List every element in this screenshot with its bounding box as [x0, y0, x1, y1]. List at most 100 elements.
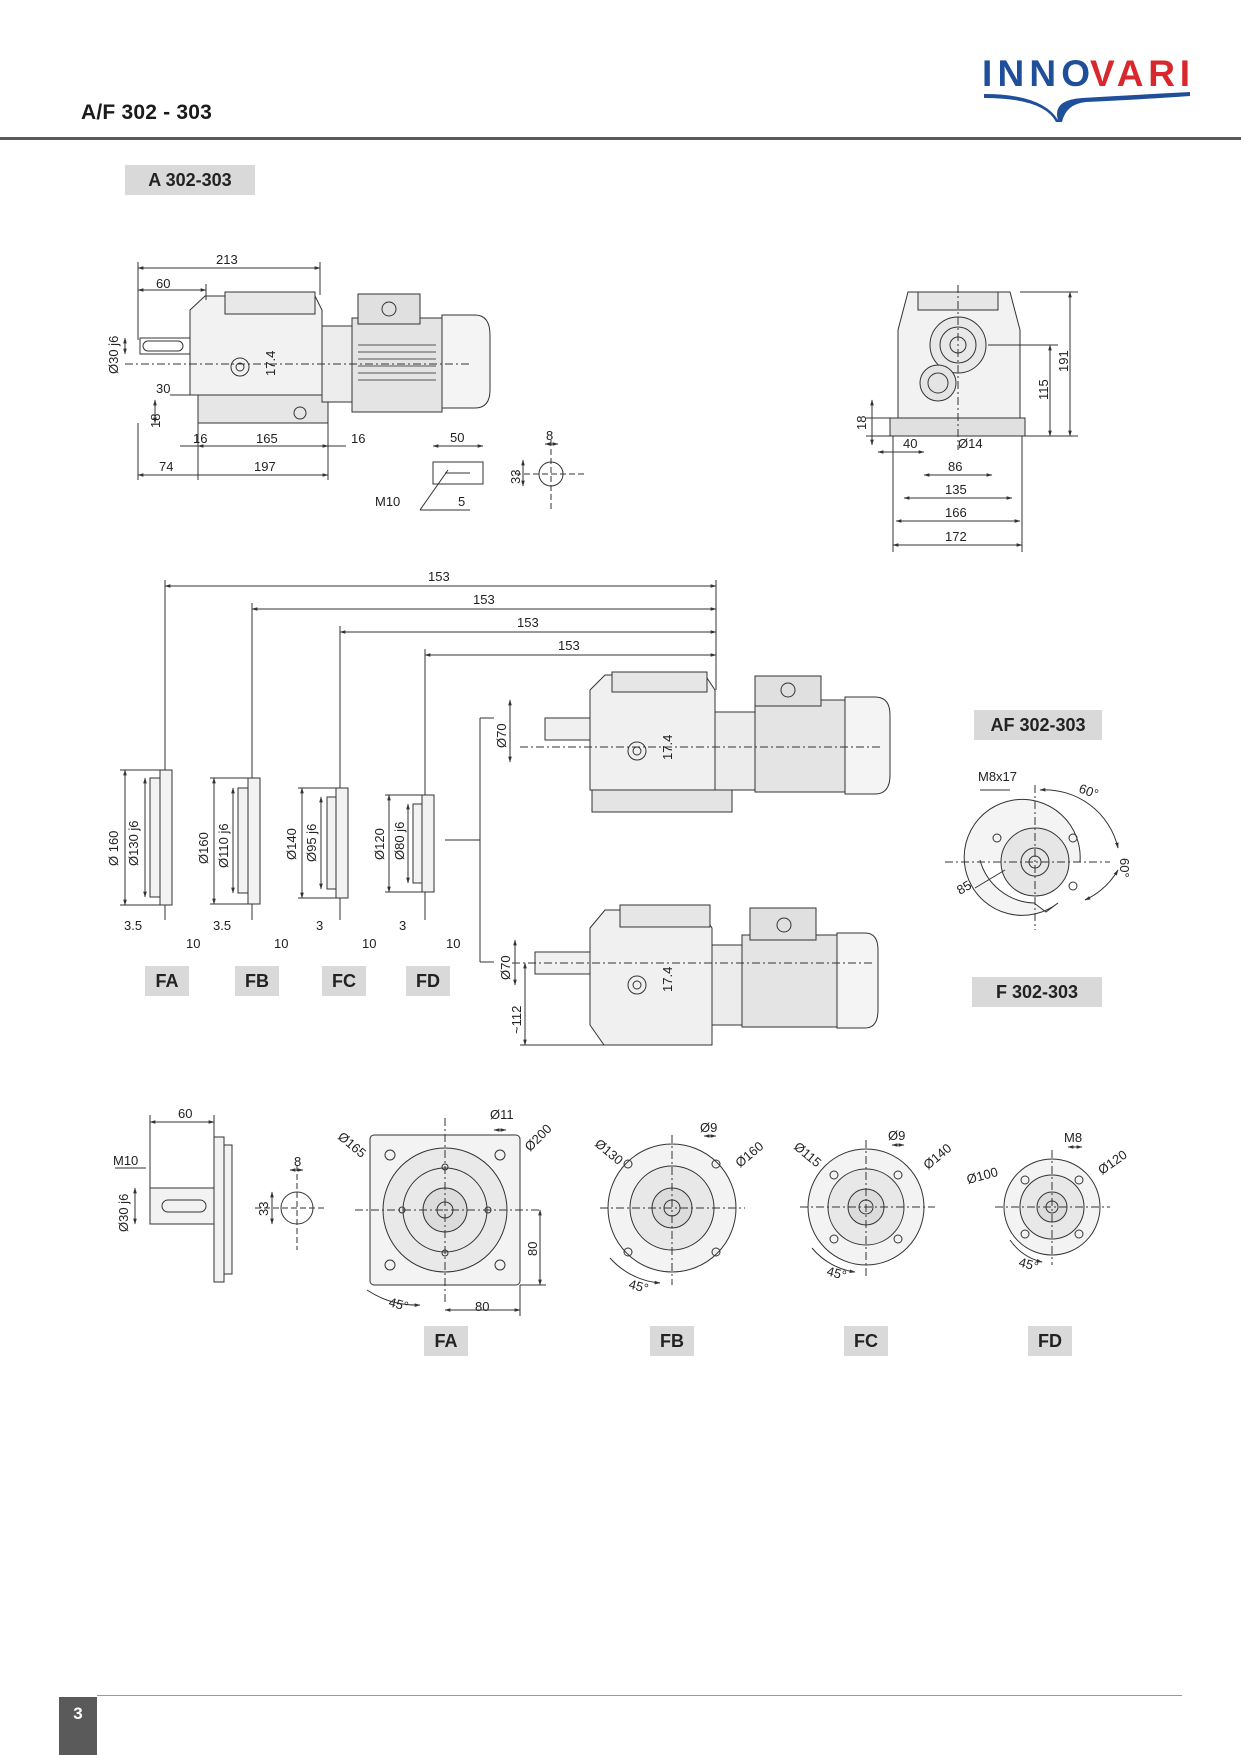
- dim-fc-t: 3: [316, 918, 323, 933]
- dim-fa-w: 10: [186, 936, 200, 951]
- dim-m-70a: Ø70: [494, 723, 509, 748]
- dim-fa-165: Ø165: [335, 1129, 369, 1161]
- dim-fa-d1: Ø 160: [106, 831, 121, 866]
- page-title: A/F 302 - 303: [81, 101, 212, 124]
- dim-fd-100: Ø100: [965, 1164, 1000, 1187]
- dim-fc-w: 10: [362, 936, 376, 951]
- tag-f-302-303: F 302-303: [972, 977, 1102, 1007]
- dim-b-33: 33: [256, 1202, 271, 1216]
- dim-s-40: 40: [903, 436, 917, 451]
- dim-fa-d2: Ø130 j6: [126, 820, 141, 866]
- b-shaft-view: [115, 1115, 325, 1283]
- dim-b-8: 8: [294, 1154, 301, 1169]
- dim-fc-d1: Ø140: [284, 828, 299, 860]
- dim-fc-45: 45°: [825, 1263, 848, 1283]
- a-front-view: [866, 285, 1078, 552]
- dim-fc-140: Ø140: [920, 1140, 954, 1172]
- dim-b-m10: M10: [113, 1153, 138, 1168]
- dim-l-153c: 153: [517, 615, 539, 630]
- tag-af-302-303: AF 302-303: [974, 710, 1102, 740]
- dim-fa-45: 45°: [387, 1294, 410, 1314]
- logo-text-inno: INNO: [982, 53, 1090, 94]
- dim-fb-d2: Ø110 j6: [216, 823, 231, 868]
- dim-m-17a: 17.4: [660, 735, 675, 760]
- af-motor-view: [508, 671, 891, 813]
- dim-s-86: 86: [948, 459, 962, 474]
- dim-b-60: 60: [178, 1106, 192, 1121]
- dim-af-m8: M8x17: [978, 769, 1017, 784]
- dim-af-60b: 60°: [1117, 858, 1132, 878]
- tag-fd: FD: [406, 966, 450, 996]
- a-dimensions: [123, 262, 346, 480]
- dim-fc-115: Ø115: [791, 1139, 824, 1170]
- dim-fb-9: Ø9: [700, 1120, 717, 1135]
- dim-fb-t: 3.5: [213, 918, 231, 933]
- dim-m-70b: Ø70: [498, 955, 513, 980]
- dim-b-shaft: Ø30 j6: [116, 1194, 131, 1232]
- dim-a-16a: 16: [193, 431, 207, 446]
- dim-fc-d2: Ø95 j6: [304, 824, 319, 862]
- dim-fa-80v: 80: [525, 1242, 540, 1256]
- dim-s-18: 18: [854, 416, 869, 430]
- dim-fb-130: Ø130: [592, 1136, 626, 1168]
- fa-flange-front: [355, 1118, 546, 1316]
- tag-a-302-303: A 302-303: [125, 165, 255, 195]
- dim-fd-d1: Ø120: [372, 828, 387, 860]
- dim-fd-t: 3: [399, 918, 406, 933]
- dim-a-shaft: Ø30 j6: [106, 336, 121, 374]
- dim-af-60a: 60°: [1077, 781, 1101, 802]
- tag-fc-bottom: FC: [844, 1326, 888, 1356]
- tag-fb-bottom: FB: [650, 1326, 694, 1356]
- dim-s-14: Ø14: [958, 436, 983, 451]
- tag-fd-bottom: FD: [1028, 1326, 1072, 1356]
- dim-s-191: 191: [1056, 350, 1071, 372]
- fc-flange-front: [800, 1140, 935, 1278]
- a-side-view: [125, 291, 491, 424]
- key-detail: [419, 440, 585, 511]
- dim-fd-d2: Ø80 j6: [392, 822, 407, 860]
- dim-fa-t: 3.5: [124, 918, 142, 933]
- header-rule: [0, 137, 1241, 140]
- dim-fa-11: Ø11: [490, 1107, 514, 1122]
- f-motor-view: [512, 904, 879, 1046]
- page-number: 3: [59, 1697, 97, 1755]
- dim-fd-120: Ø120: [1095, 1147, 1130, 1178]
- dim-k-m10: M10: [375, 494, 400, 509]
- dim-fb-160: Ø160: [732, 1138, 766, 1170]
- dim-fd-45: 45°: [1017, 1254, 1040, 1274]
- dim-k-33: 33: [508, 470, 523, 484]
- dim-k-5: 5: [458, 494, 465, 509]
- tag-fa: FA: [145, 966, 189, 996]
- dim-a-197: 197: [254, 459, 276, 474]
- dim-s-166: 166: [945, 505, 967, 520]
- tag-fc: FC: [322, 966, 366, 996]
- flange-profiles: [120, 769, 435, 906]
- dim-a-213: 213: [216, 252, 238, 267]
- dim-k-50: 50: [450, 430, 464, 445]
- fd-flange-front: [995, 1145, 1110, 1265]
- dim-m-17b: 17.4: [660, 967, 675, 992]
- dim-a-74: 74: [159, 459, 173, 474]
- dim-fb-45: 45°: [627, 1276, 650, 1296]
- dim-s-135: 135: [945, 482, 967, 497]
- dim-s-115: 115: [1036, 379, 1051, 400]
- dim-af-85: 85: [954, 877, 974, 897]
- af-flange-front: [945, 785, 1119, 930]
- dim-fc-9: Ø9: [888, 1128, 905, 1143]
- logo-text-vari: VARI: [1090, 53, 1190, 94]
- dim-a-165: 165: [256, 431, 278, 446]
- innovari-logo: INNO VARI: [982, 53, 1190, 122]
- dim-l-153a: 153: [428, 569, 450, 584]
- dim-l-153d: 153: [558, 638, 580, 653]
- dim-fb-w: 10: [274, 936, 288, 951]
- dim-m-112: ~112: [509, 1006, 524, 1034]
- tag-fb: FB: [235, 966, 279, 996]
- dim-a-60: 60: [156, 276, 170, 291]
- dim-fa-80h: 80: [475, 1299, 489, 1314]
- footer-rule: [97, 1695, 1182, 1696]
- fb-flange-front: [600, 1134, 745, 1285]
- dim-a-30: 30: [156, 381, 170, 396]
- dim-fb-d1: Ø160: [196, 832, 211, 864]
- dim-s-172: 172: [945, 529, 967, 544]
